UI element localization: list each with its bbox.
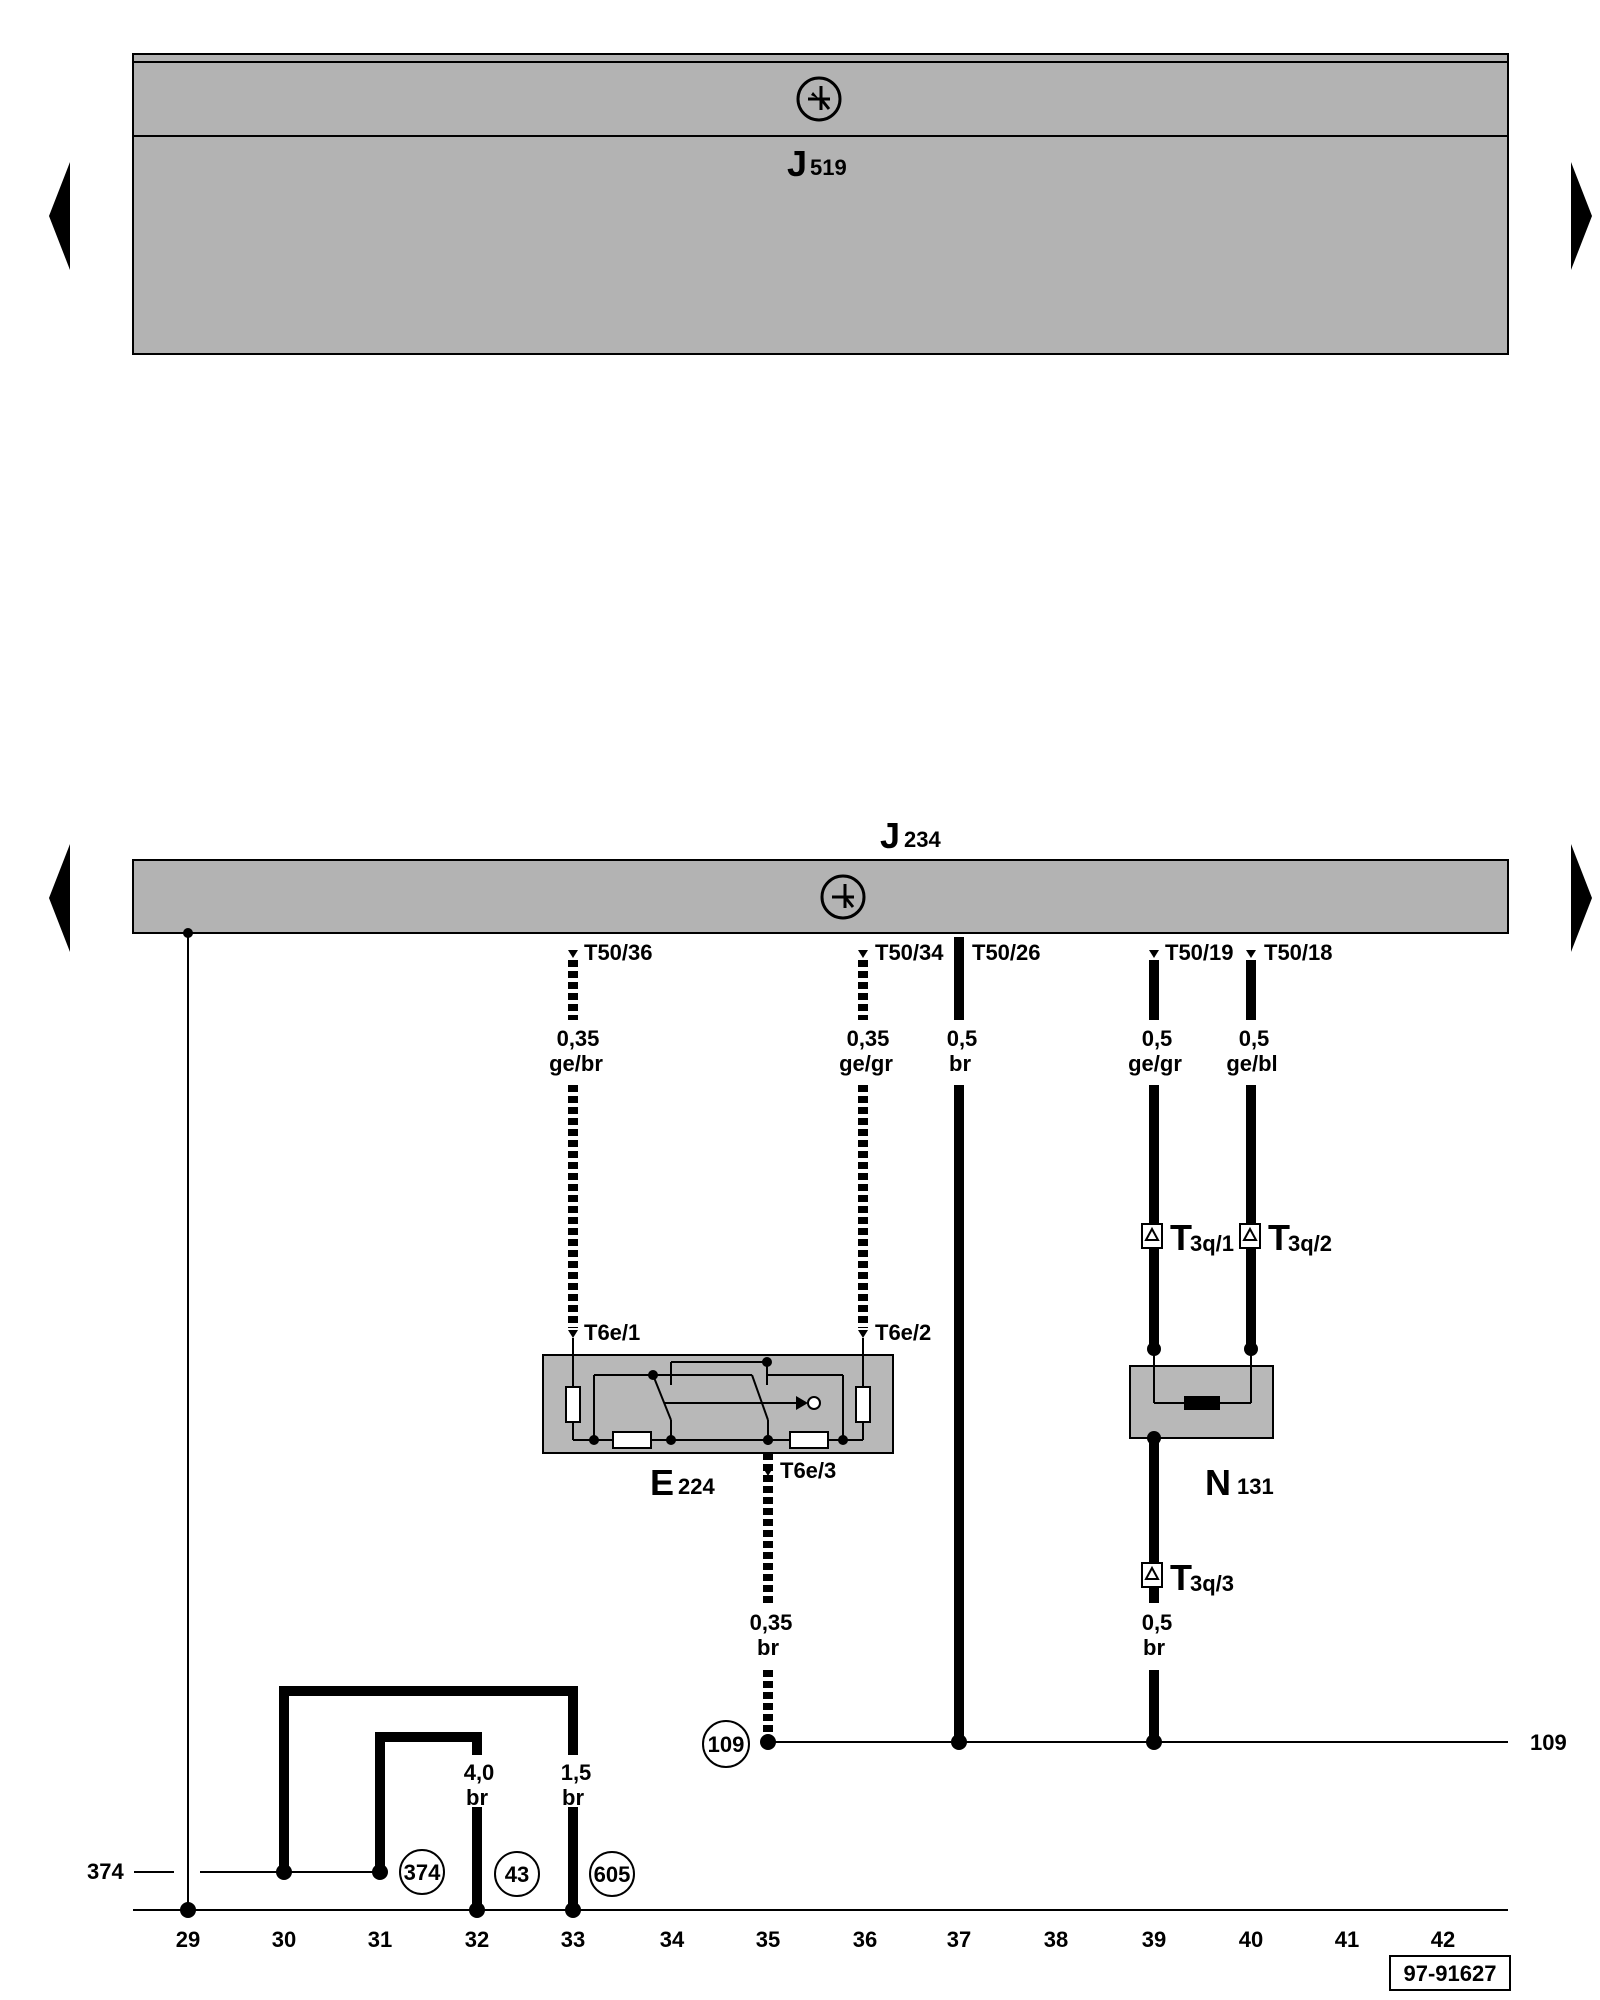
prev-page-arrow-bottom-icon[interactable] bbox=[49, 844, 70, 952]
column-number-36: 36 bbox=[853, 1927, 877, 1952]
control-unit-icon bbox=[796, 76, 842, 122]
ref-circle-109 bbox=[702, 1720, 750, 1768]
wire-t50-34-size: 0,35 bbox=[847, 1026, 890, 1051]
component-e224: T6e/1 T6e/2 E 224 T bbox=[542, 1320, 931, 1503]
wire-t50-18-color: ge/bl bbox=[1226, 1051, 1277, 1076]
component-e224-letter: E bbox=[650, 1462, 674, 1503]
connector-t3q-2-letter: T bbox=[1268, 1217, 1290, 1258]
prev-page-arrow-top-icon[interactable] bbox=[49, 162, 70, 270]
line-109-right-label: 109 bbox=[1530, 1730, 1567, 1755]
wiring-columns-30-33: 374 4,0 br 1,5 br 374 43 605 bbox=[87, 1686, 635, 1918]
module-j519-number: 519 bbox=[810, 155, 847, 180]
column-number-34: 34 bbox=[660, 1927, 685, 1952]
pin-t50-34-label: T50/34 bbox=[875, 940, 944, 965]
wire-t50-36-size: 0,35 bbox=[557, 1026, 600, 1051]
wire-t50-34: 0,35 ge/gr bbox=[839, 960, 893, 1328]
wire-t50-18-size: 0,5 bbox=[1239, 1026, 1270, 1051]
wire-t50-26-color: br bbox=[949, 1051, 971, 1076]
ground-line-109: 109 109 bbox=[702, 1720, 1567, 1768]
wire-t50-19-color: ge/gr bbox=[1128, 1051, 1182, 1076]
column-number-31: 31 bbox=[368, 1927, 392, 1952]
column-number-32: 32 bbox=[465, 1927, 489, 1952]
pin-t50-36-label: T50/36 bbox=[584, 940, 653, 965]
column-number-33: 33 bbox=[561, 1927, 585, 1952]
wire-t50-36-color: ge/br bbox=[549, 1051, 603, 1076]
connector-t3q-1: T 3q/1 bbox=[1141, 1217, 1234, 1258]
pin-t6e-2-label: T6e/2 bbox=[875, 1320, 931, 1345]
connector-t3q-3-sub: 3q/3 bbox=[1190, 1571, 1234, 1596]
column-number-39: 39 bbox=[1142, 1927, 1166, 1952]
connector-t3q-1-sub: 3q/1 bbox=[1190, 1231, 1234, 1256]
column-number-35: 35 bbox=[756, 1927, 780, 1952]
next-page-arrow-top-icon[interactable] bbox=[1571, 162, 1592, 270]
pin-t50-19-label: T50/19 bbox=[1165, 940, 1234, 965]
component-n131-number: 131 bbox=[1237, 1474, 1274, 1499]
wire-col33-color: br bbox=[562, 1785, 584, 1810]
column-number-38: 38 bbox=[1044, 1927, 1068, 1952]
pin-t50-18-label: T50/18 bbox=[1264, 940, 1333, 965]
module-j234-number: 234 bbox=[904, 827, 941, 852]
wire-n131-out-color: br bbox=[1143, 1635, 1165, 1660]
wire-t50-18: 0,5 ge/bl bbox=[1226, 960, 1278, 1356]
column-number-30: 30 bbox=[272, 1927, 296, 1952]
ref-circle-43-label: 43 bbox=[505, 1862, 529, 1887]
wire-t50-26-size: 0,5 bbox=[947, 1026, 978, 1051]
wire-t50-26: 0,5 br bbox=[947, 937, 978, 1742]
wire-col33-size: 1,5 bbox=[561, 1760, 592, 1785]
pin-t6e-3-label: T6e/3 bbox=[780, 1458, 836, 1483]
document-id: 97-91627 bbox=[1389, 1955, 1511, 1991]
wire-e224-out-color: br bbox=[757, 1635, 779, 1660]
wire-t50-19-size: 0,5 bbox=[1142, 1026, 1173, 1051]
wire-e224-to-109: 0,35 br bbox=[750, 1453, 793, 1742]
pin-t6e-1-label: T6e/1 bbox=[584, 1320, 640, 1345]
column-numbers: 29 30 31 32 33 34 35 36 37 38 39 40 41 42 bbox=[176, 1927, 1455, 1952]
connector-t3q-1-letter: T bbox=[1170, 1217, 1192, 1258]
wire-t50-19: 0,5 ge/gr bbox=[1128, 960, 1182, 1356]
component-e224-number: 224 bbox=[678, 1474, 715, 1499]
pin-labels-j234: T50/36 T50/34 T50/26 T50/19 T50/18 bbox=[568, 940, 1333, 965]
ref-circle-374 bbox=[399, 1849, 445, 1895]
column-number-37: 37 bbox=[947, 1927, 971, 1952]
document-id-label: 97-91627 bbox=[1404, 1961, 1497, 1986]
wire-t50-34-color: ge/gr bbox=[839, 1051, 893, 1076]
line-column-29 bbox=[180, 928, 196, 1918]
wire-col32-size: 4,0 bbox=[464, 1760, 495, 1785]
ref-circle-43 bbox=[494, 1851, 540, 1897]
wire-t50-36: 0,35 ge/br bbox=[549, 960, 603, 1328]
component-n131: N 131 bbox=[1129, 1349, 1274, 1503]
module-j519-letter: J bbox=[787, 143, 807, 184]
ref-circle-374-label: 374 bbox=[404, 1860, 441, 1885]
wire-e224-out-size: 0,35 bbox=[750, 1610, 793, 1635]
control-unit-icon bbox=[820, 874, 866, 920]
column-number-29: 29 bbox=[176, 1927, 200, 1952]
connector-t3q-3: T 3q/3 bbox=[1141, 1557, 1234, 1598]
ref-circle-109-label: 109 bbox=[708, 1732, 745, 1757]
wire-n131-out-size: 0,5 bbox=[1142, 1610, 1173, 1635]
wire-col32-color: br bbox=[466, 1785, 488, 1810]
connector-t3q-3-letter: T bbox=[1170, 1557, 1192, 1598]
column-number-40: 40 bbox=[1239, 1927, 1263, 1952]
connector-t3q-2: T 3q/2 bbox=[1239, 1217, 1332, 1258]
column-number-42: 42 bbox=[1431, 1927, 1455, 1952]
module-j519: J 519 bbox=[132, 53, 1509, 355]
component-n131-letter: N bbox=[1205, 1462, 1231, 1503]
module-j234-letter: J bbox=[880, 815, 900, 856]
next-page-arrow-bottom-icon[interactable] bbox=[1571, 844, 1592, 952]
ref-circle-605 bbox=[589, 1851, 635, 1897]
pin-t50-26-label: T50/26 bbox=[972, 940, 1041, 965]
module-j234: J 234 bbox=[132, 815, 1509, 934]
ref-circle-605-label: 605 bbox=[594, 1862, 631, 1887]
connector-t3q-2-sub: 3q/2 bbox=[1288, 1231, 1332, 1256]
column-number-41: 41 bbox=[1335, 1927, 1359, 1952]
line-374-left-label: 374 bbox=[87, 1859, 124, 1884]
